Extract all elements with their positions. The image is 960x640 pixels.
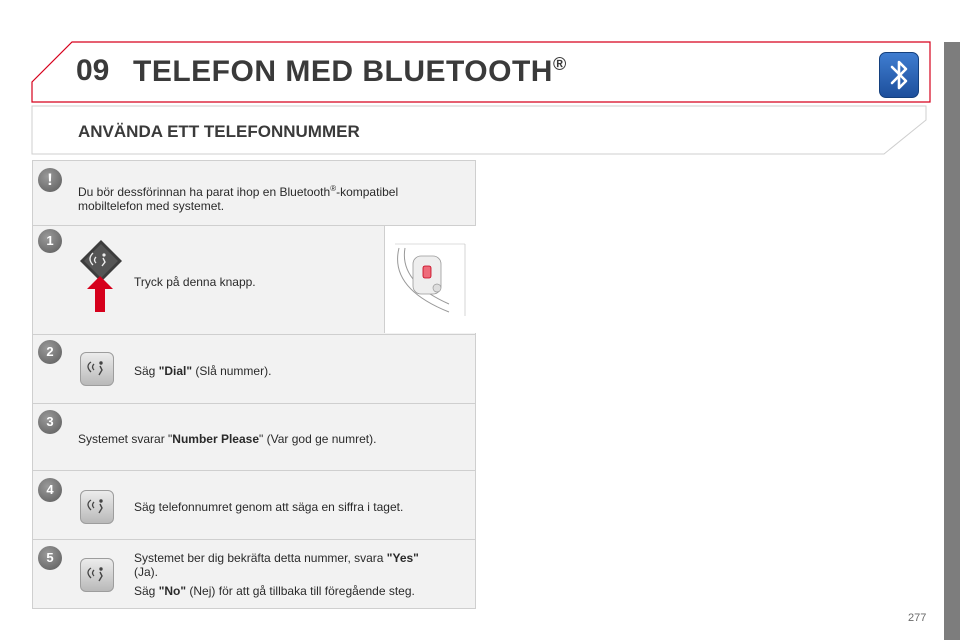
section-title: ANVÄNDA ETT TELEFONNUMMER [78,122,360,141]
steering-wheel-image [384,226,476,333]
page-title: TELEFON MED BLUETOOTH® [133,54,567,89]
step-2-text-post: (Slå nummer). [192,364,272,378]
warning-text: Du bör dessförinnan ha parat ihop en Blu… [78,182,458,213]
step-5-text: Systemet ber dig bekräfta detta nummer, … [134,551,464,598]
step-1-badge: 1 [38,229,62,253]
step-4-badge: 4 [38,478,62,502]
warning-icon: ! [38,168,62,192]
step-2-text: Säg "Dial" (Slå nummer). [134,364,271,378]
header-frame [31,41,931,103]
step-5-badge: 5 [38,546,62,570]
step-3-text-post: " (Var god ge numret). [259,432,377,446]
step-5-line1: Systemet ber dig bekräfta detta nummer, … [134,551,387,565]
warning-text-a: Du bör dessförinnan ha parat ihop en Blu… [78,185,331,199]
step-2-badge: 2 [38,340,62,364]
page-title-text: TELEFON MED BLUETOOTH [133,55,553,88]
page-edge-bar [944,42,960,640]
red-arrow-up-icon [87,276,113,312]
step-3-panel [32,403,476,471]
voice-button-icon [80,240,122,282]
warning-panel [32,160,476,226]
bluetooth-icon [879,52,919,98]
step-3-text: Systemet svarar "Number Please" (Var god… [78,432,376,446]
voice-command-icon [80,352,114,386]
voice-command-icon [80,558,114,592]
step-5-line3-pre: Säg [134,584,159,598]
step-2-text-pre: Säg [134,364,159,378]
step-5-line2: (Ja). [134,565,158,579]
warning-text-b: -kompatibel [336,185,399,199]
step-3-badge: 3 [38,410,62,434]
warning-text-line2: mobiltelefon med systemet. [78,199,225,213]
step-4-text: Säg telefonnumret genom att säga en siff… [134,500,404,514]
step-5-keyword-yes: "Yes" [386,551,419,565]
step-5-line3-post: (Nej) för att gå tillbaka till föregåend… [186,584,415,598]
registered-mark: ® [552,54,567,74]
step-3-keyword: Number Please [172,432,260,446]
registered-mark-small: ® [330,184,337,193]
steering-wheel-control-icon [395,243,466,316]
step-5-keyword-no: "No" [158,584,187,598]
step-3-text-pre: Systemet svarar " [78,432,173,446]
voice-command-icon [80,490,114,524]
step-2-keyword: "Dial" [158,364,193,378]
page-number: 277 [908,612,927,624]
section-frame [31,105,927,155]
step-1-text: Tryck på denna knapp. [134,275,256,289]
chapter-number: 09 [76,54,110,87]
